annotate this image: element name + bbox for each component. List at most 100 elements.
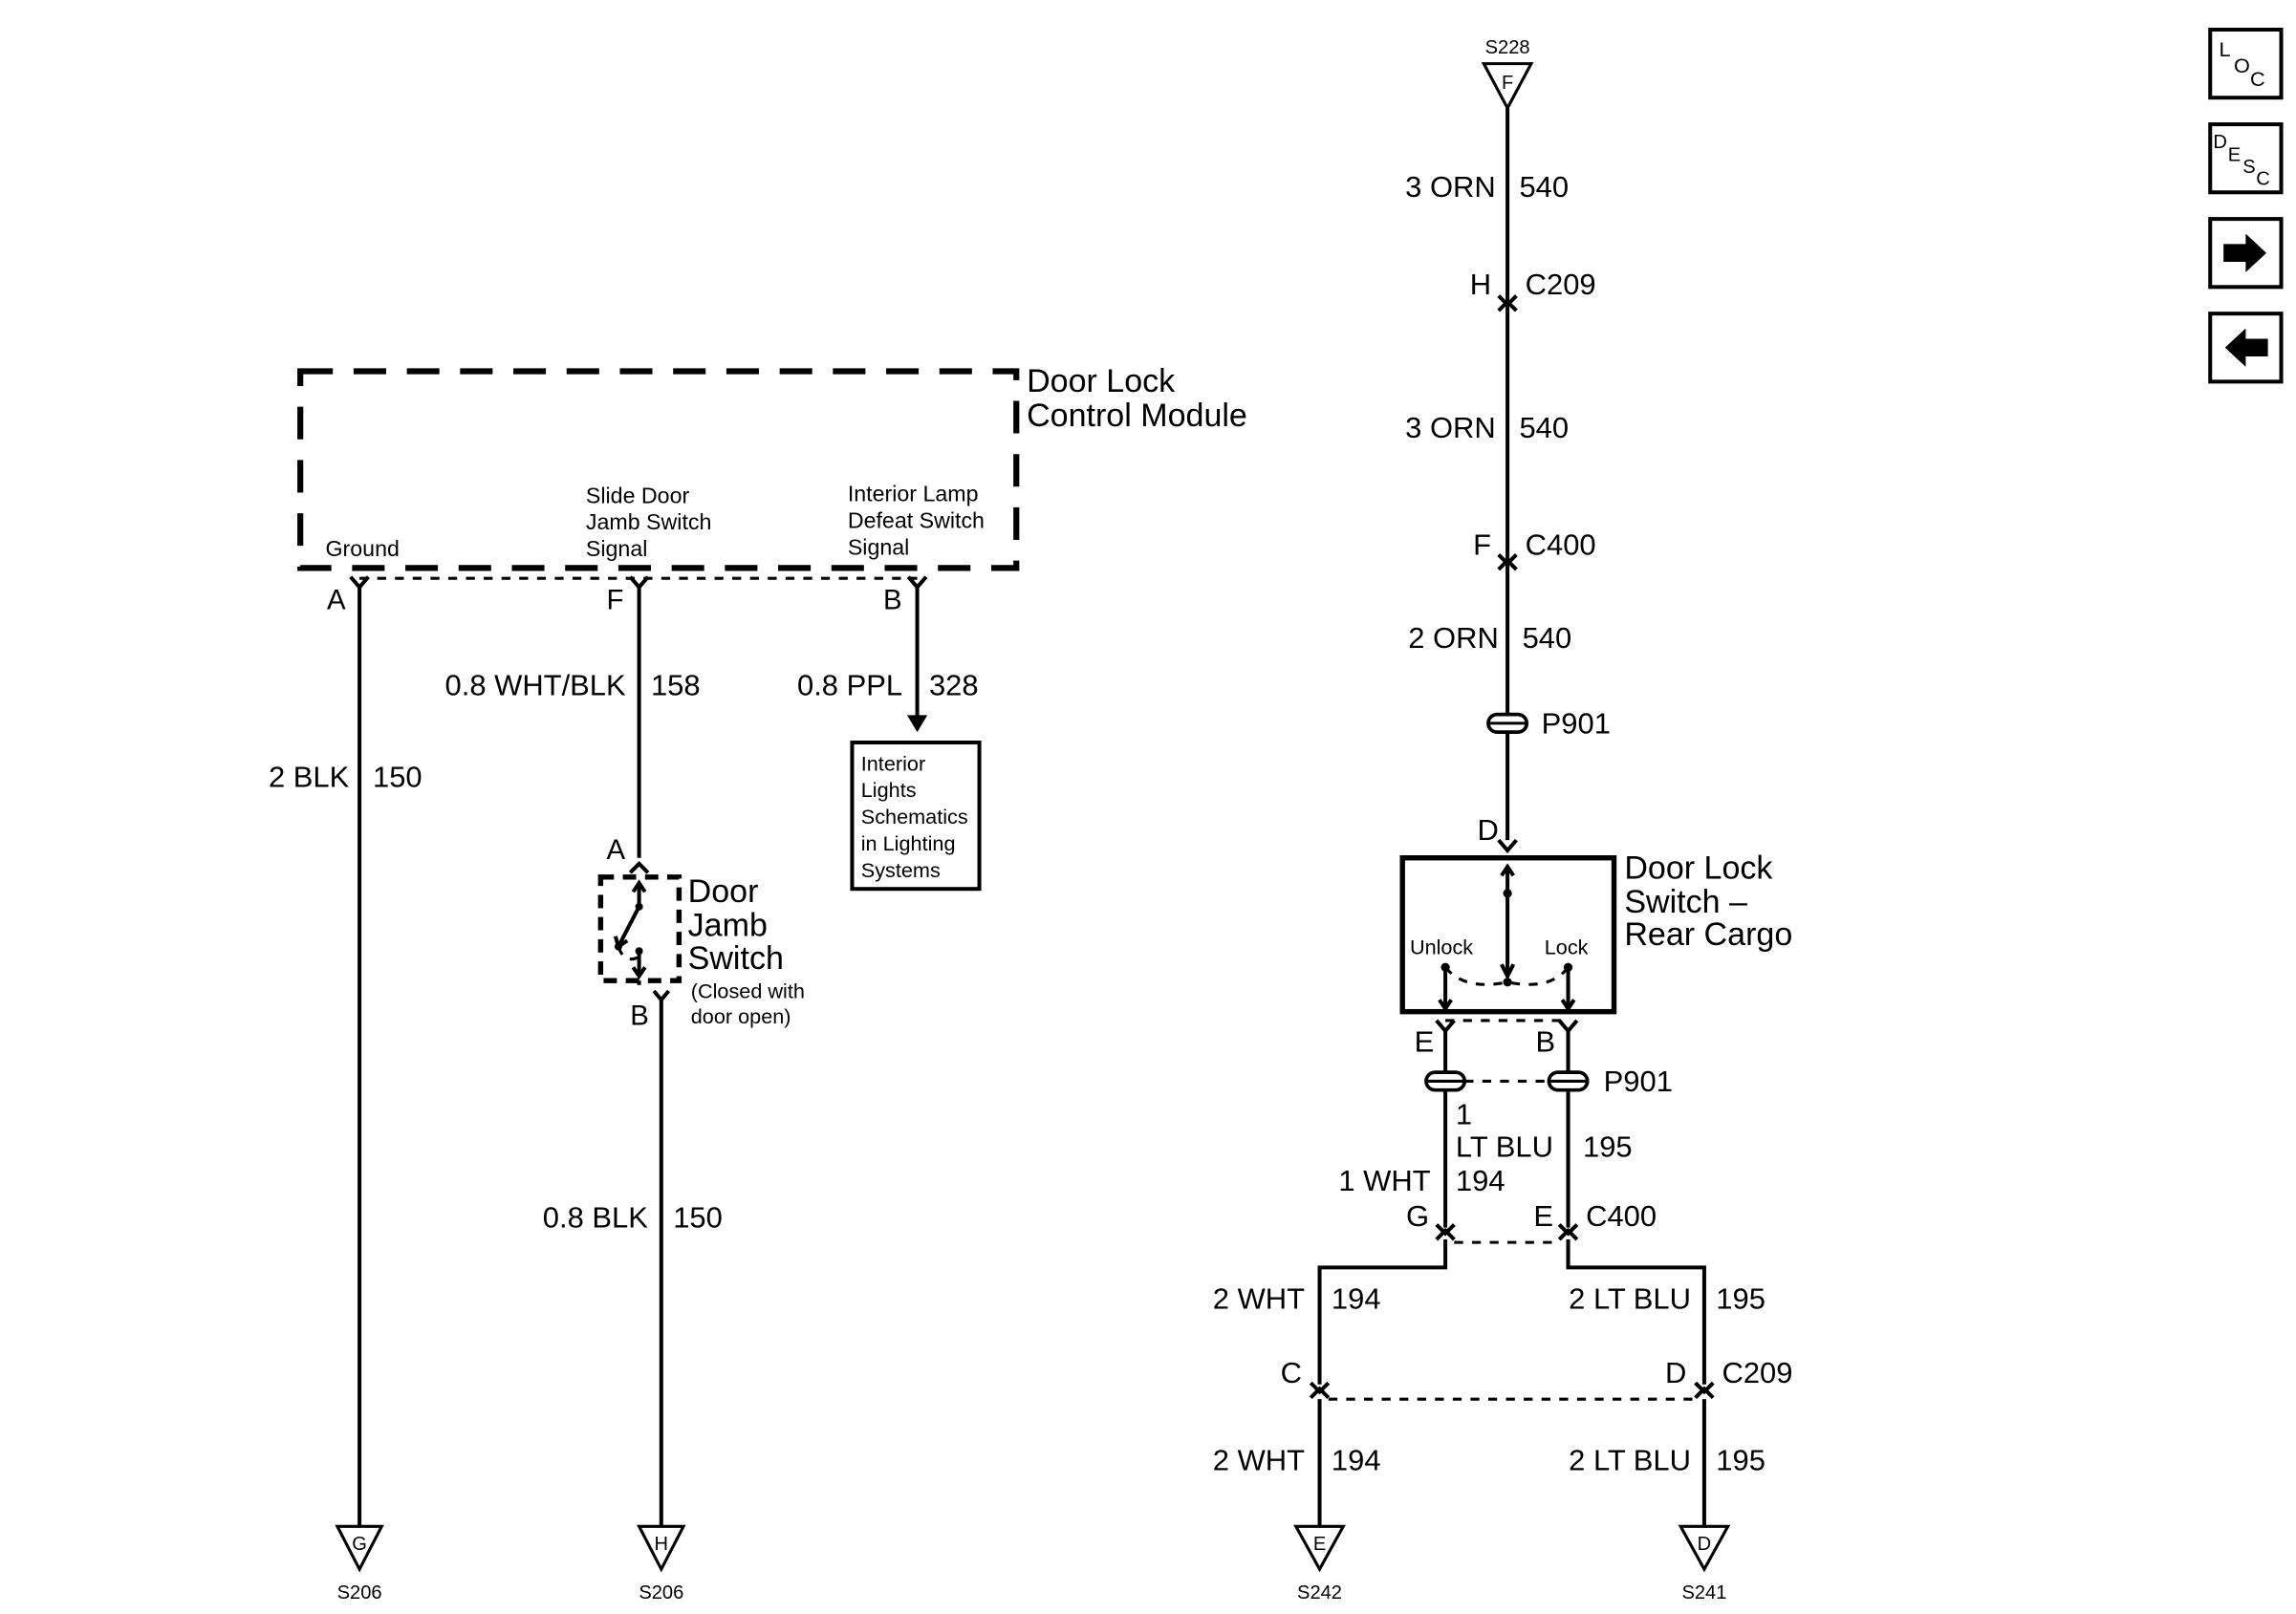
wire-jamb-ground-150: 0.8 BLK 150: [543, 1000, 723, 1527]
wht-gauge: 1 WHT: [1338, 1164, 1430, 1197]
description-button[interactable]: D E S C: [2208, 122, 2284, 195]
cargo-title-2: Switch –: [1624, 884, 1747, 920]
ground-d-symbol: D S241: [1678, 1524, 1731, 1603]
wire-lamp-328: 0.8 PPL 328: [797, 587, 979, 733]
ref-line-4: in Lighting: [861, 831, 956, 855]
pin-lamp-label-1: Interior Lamp: [848, 482, 979, 506]
ground-e-letter: E: [1313, 1534, 1326, 1555]
ground-g-letter: G: [352, 1534, 367, 1555]
c209-bottom-label: C209: [1722, 1356, 1793, 1389]
p901-bottom-label: P901: [1604, 1065, 1673, 1098]
loc-letter-c: C: [2250, 67, 2265, 91]
splice-s228-label: S228: [1485, 37, 1530, 58]
wire-lamp-circuit: 328: [929, 668, 979, 701]
ref-line-5: Systems: [861, 858, 941, 882]
module-term-b: B: [883, 585, 902, 616]
splice-s228-letter: F: [1502, 73, 1513, 94]
feed-seg1-circuit: 540: [1519, 170, 1569, 204]
desc-letter-d: D: [2213, 132, 2227, 153]
seg-b-left-gauge: 2 WHT: [1213, 1443, 1305, 1476]
c209-pin-c: [1310, 1383, 1329, 1397]
c209-pin-c-label: C: [1281, 1356, 1302, 1389]
pin-slide-label-3: Signal: [586, 536, 648, 561]
ground-h-letter: H: [655, 1534, 669, 1555]
pin-lamp-label-2: Defeat Switch: [848, 508, 985, 533]
seg-b-left-circuit: 194: [1332, 1443, 1381, 1476]
module-title-line2: Control Module: [1027, 398, 1247, 434]
desc-letter-s: S: [2242, 157, 2255, 178]
previous-page-button[interactable]: [2208, 312, 2284, 384]
location-button[interactable]: L O C: [2208, 28, 2284, 100]
cargo-pin-b: [1559, 1021, 1577, 1031]
ground-d-letter: D: [1698, 1534, 1712, 1555]
c400-pin-g-label: G: [1406, 1199, 1429, 1233]
wire-lamp-gauge: 0.8 PPL: [797, 668, 902, 701]
ground-g-symbol: G S206: [335, 1524, 384, 1603]
ground-e-symbol: E S242: [1293, 1524, 1346, 1603]
desc-letter-c: C: [2256, 169, 2270, 190]
p901-inline-left: [1424, 1070, 1467, 1092]
c400-pin-f-label: F: [1473, 527, 1491, 561]
c209-pin-h-label: H: [1470, 268, 1491, 301]
desc-letter-e: E: [2228, 145, 2241, 166]
module-title-line1: Door Lock: [1027, 363, 1176, 399]
seg-a-left-circuit: 194: [1332, 1282, 1381, 1316]
module-pin-f: [630, 577, 648, 588]
arrow-right-icon: [2223, 233, 2267, 272]
wire-lower-right: P901 1 LT BLU 195 1 WHT 194 G E C400 2 W…: [1213, 1030, 1793, 1527]
pin-slide-label-1: Slide Door: [586, 483, 690, 507]
door-jamb-switch: A Door Jamb Switch (Closed with door ope…: [597, 834, 805, 1032]
module-outline: [297, 368, 1020, 571]
feed-seg2-circuit: 540: [1519, 411, 1569, 444]
p901-inline-right: [1547, 1070, 1590, 1092]
p901-top-label: P901: [1542, 707, 1611, 741]
seg-b-right-circuit: 195: [1716, 1443, 1765, 1476]
seg-a-left-gauge: 2 WHT: [1213, 1282, 1305, 1316]
ground-h-symbol: H S206: [637, 1524, 686, 1603]
wire-jamb-ground-gauge: 0.8 BLK: [543, 1201, 648, 1235]
arrow-left-icon: [2224, 328, 2268, 367]
wire-jamb-circuit: 158: [651, 668, 701, 701]
wht-circuit: 194: [1456, 1164, 1505, 1197]
c209-pin-d: [1696, 1383, 1714, 1397]
jamb-note-2: door open): [691, 1004, 791, 1028]
c400-pin-e-label: E: [1533, 1199, 1553, 1233]
next-page-button[interactable]: [2208, 217, 2284, 290]
pin-slide-label-2: Jamb Switch: [586, 509, 712, 534]
c400-bottom-label: C400: [1586, 1199, 1657, 1233]
door-lock-control-module: Door Lock Control Module Ground Slide Do…: [297, 363, 1247, 616]
door-lock-switch-rear-cargo: Door Lock Switch – Rear Cargo Unlock Loc…: [1399, 850, 1792, 1058]
ref-line-2: Lights: [861, 778, 917, 802]
jamb-switch-outline: [597, 874, 682, 983]
jamb-term-b: B: [630, 1001, 649, 1032]
loc-letter-l: L: [2220, 37, 2231, 61]
cargo-title-1: Door Lock: [1624, 850, 1773, 886]
ground-d-label: S241: [1681, 1582, 1726, 1603]
ref-line-1: Interior: [861, 751, 925, 775]
jamb-title-3: Switch: [688, 940, 784, 977]
wire-jamb-gauge: 0.8 WHT/BLK: [445, 668, 626, 701]
loc-letter-o: O: [2234, 54, 2250, 77]
interior-lights-reference-box[interactable]: Interior Lights Schematics in Lighting S…: [850, 740, 982, 892]
cargo-pin-b-label: B: [1535, 1024, 1555, 1058]
wire-jamb-ground-circuit: 150: [673, 1201, 723, 1235]
cargo-lock-label: Lock: [1545, 935, 1589, 958]
wire-jamb-158: 0.8 WHT/BLK 158: [445, 587, 701, 858]
module-term-f: F: [607, 585, 624, 616]
seg-b-right-gauge: 2 LT BLU: [1569, 1443, 1691, 1476]
ground-e-label: S242: [1297, 1582, 1342, 1603]
lt-blu-gauge: LT BLU: [1456, 1130, 1553, 1163]
seg-a-right-circuit: 195: [1716, 1282, 1765, 1316]
p901-pin-1: 1: [1456, 1097, 1472, 1130]
seg-a-right-gauge: 2 LT BLU: [1569, 1282, 1691, 1316]
jamb-title-1: Door: [688, 873, 759, 910]
feed-seg2-gauge: 3 ORN: [1405, 411, 1496, 444]
switch-pin-d-label: D: [1477, 813, 1498, 847]
p901-top-inline: [1486, 712, 1529, 735]
wire-feed-540: 3 ORN 540 H C209 3 ORN 540 F C400 2 ORN …: [1405, 108, 1611, 850]
cargo-unlock-label: Unlock: [1410, 935, 1473, 958]
ref-line-3: Schematics: [861, 805, 968, 829]
ground-g-label: S206: [337, 1582, 382, 1603]
